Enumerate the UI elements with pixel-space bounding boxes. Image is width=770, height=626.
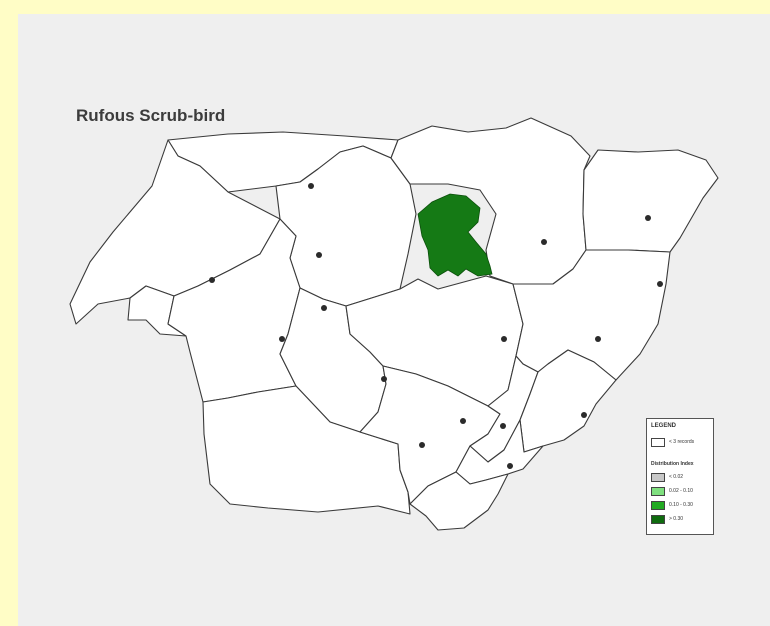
- map-panel: Rufous Scrub-bird: [18, 14, 770, 626]
- town-marker: [595, 336, 601, 342]
- legend-class-label: 0.02 - 0.10: [669, 488, 693, 494]
- legend-swatch: [651, 500, 665, 510]
- legend-class-row: 0.02 - 0.10: [651, 486, 693, 496]
- region-map: [69, 117, 719, 531]
- map-legend: LEGEND < 3 records Distribution Index < …: [646, 418, 714, 535]
- town-marker: [581, 412, 587, 418]
- town-marker: [308, 183, 314, 189]
- town-marker: [279, 336, 285, 342]
- legend-swatch: [651, 472, 665, 482]
- legend-no-data-row: < 3 records: [651, 437, 694, 447]
- town-marker: [500, 423, 506, 429]
- region-south: [409, 471, 509, 531]
- legend-class-label: < 0.02: [669, 474, 684, 480]
- town-marker: [645, 215, 651, 221]
- map-title: Rufous Scrub-bird: [76, 106, 226, 125]
- region-north-east-upper: [390, 117, 591, 285]
- legend-class-label: > 0.30: [669, 516, 684, 522]
- legend-index-title: Distribution Index: [651, 461, 694, 467]
- town-markers: [209, 183, 663, 469]
- legend-swatch: [651, 486, 665, 496]
- region-far-north-east: [582, 149, 719, 253]
- town-marker: [657, 281, 663, 287]
- town-marker: [321, 305, 327, 311]
- regions: [69, 117, 719, 531]
- legend-swatch-no-data: [651, 437, 665, 447]
- distribution-area: [417, 193, 493, 277]
- town-marker: [507, 463, 513, 469]
- legend-class-row: < 0.02: [651, 472, 683, 482]
- town-marker: [501, 336, 507, 342]
- legend-class-label: 0.10 - 0.30: [669, 502, 693, 508]
- legend-title: LEGEND: [651, 423, 677, 429]
- legend-class-row: 0.10 - 0.30: [651, 500, 693, 510]
- town-marker: [541, 239, 547, 245]
- town-marker: [381, 376, 387, 382]
- legend-swatch: [651, 514, 665, 524]
- town-marker: [209, 277, 215, 283]
- town-marker: [460, 418, 466, 424]
- town-marker: [419, 442, 425, 448]
- legend-no-data-label: < 3 records: [669, 439, 695, 445]
- legend-class-row: > 0.30: [651, 514, 683, 524]
- town-marker: [316, 252, 322, 258]
